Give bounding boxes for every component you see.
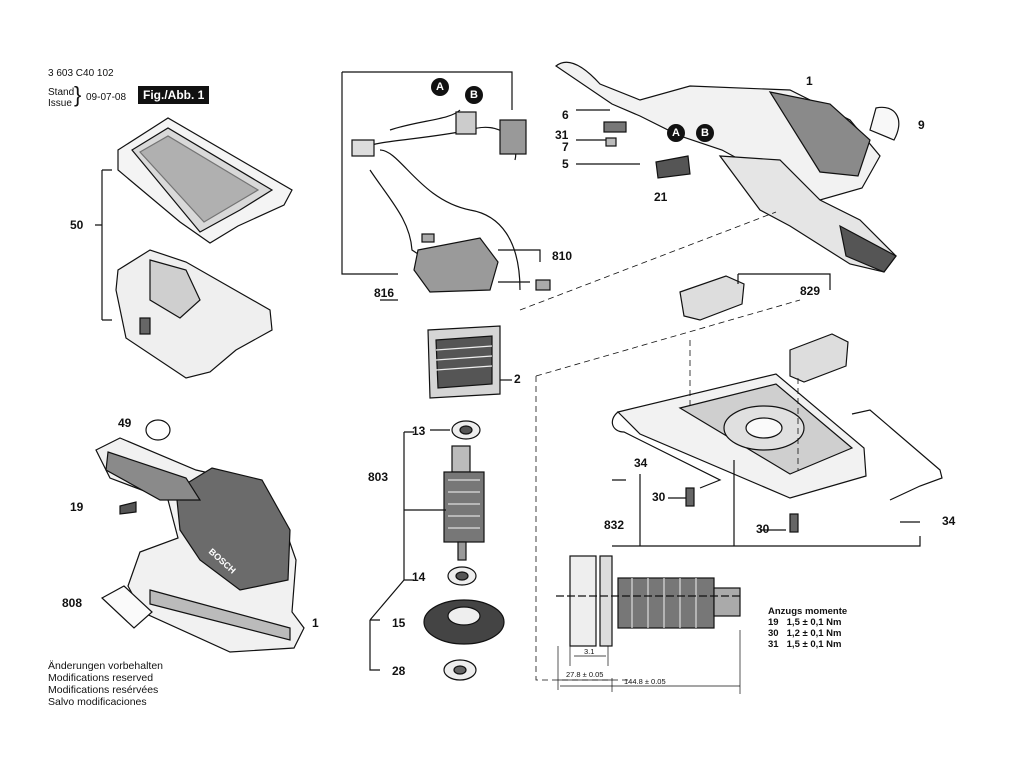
part-number-13: 13 bbox=[412, 424, 426, 438]
part-number-14: 14 bbox=[412, 570, 426, 584]
issue-date: 09-07-08 bbox=[86, 92, 127, 103]
part-number-31: 31 bbox=[555, 128, 569, 142]
stand-issue-label: Stand Issue bbox=[48, 87, 74, 109]
torque-table: Anzugs momente 19 1,5 ± 0,1 Nm 30 1,2 ± … bbox=[768, 606, 847, 650]
torque-row-id: 19 bbox=[768, 617, 779, 628]
part-number-810: 810 bbox=[552, 249, 573, 263]
housing-shell-drawing bbox=[554, 61, 897, 273]
part-number-30-a: 30 bbox=[652, 490, 666, 504]
note-line: Modifications reserved bbox=[48, 672, 154, 684]
part-number-6: 6 bbox=[562, 108, 569, 122]
part-number-2: 2 bbox=[514, 372, 521, 386]
stand-label: Stand bbox=[48, 87, 75, 98]
part-number-21: 21 bbox=[654, 190, 668, 204]
torque-row: 31 1,5 ± 0,1 Nm bbox=[768, 639, 847, 650]
part-number-50: 50 bbox=[70, 218, 84, 232]
torque-row-value: 1,5 ± 0,1 Nm bbox=[786, 617, 842, 628]
part-number-829: 829 bbox=[800, 284, 821, 298]
torque-row-value: 1,2 ± 0,1 Nm bbox=[786, 628, 842, 639]
part-number-9: 9 bbox=[918, 118, 925, 132]
dimension-144-8: 144.8 ± 0.05 bbox=[624, 677, 666, 686]
part-number-803: 803 bbox=[368, 470, 389, 484]
armature-drawing bbox=[443, 445, 485, 561]
note-line: Änderungen vorbehalten bbox=[48, 660, 164, 672]
assembled-sander-drawing bbox=[95, 419, 305, 653]
part-number-1-top: 1 bbox=[806, 74, 813, 88]
note-line: Modifications resérvées bbox=[48, 684, 159, 696]
part-number-34-right: 34 bbox=[942, 514, 956, 528]
base-plate-drawing bbox=[616, 373, 867, 499]
part-number-15: 15 bbox=[392, 616, 406, 630]
part-number-34-left: 34 bbox=[634, 456, 648, 470]
part-number-7: 7 bbox=[562, 140, 569, 154]
note-line: Salvo modificaciones bbox=[48, 696, 147, 708]
part-number-19: 19 bbox=[70, 500, 84, 514]
part-number-49: 49 bbox=[118, 416, 132, 430]
torque-row: 19 1,5 ± 0,1 Nm bbox=[768, 617, 847, 628]
part-number-5: 5 bbox=[562, 157, 569, 171]
torque-title: Anzugs momente bbox=[768, 606, 848, 617]
document-code: 3 603 C40 102 bbox=[48, 68, 114, 79]
brace-glyph: } bbox=[74, 82, 82, 107]
modification-notes: Änderungen vorbehalten Modifications res… bbox=[48, 660, 163, 708]
torque-row-value: 1,5 ± 0,1 Nm bbox=[786, 639, 842, 650]
figure-badge: Fig./Abb. 1 bbox=[138, 86, 210, 104]
torque-row-id: 31 bbox=[768, 639, 779, 650]
dimension-27-8: 27.8 ± 0.05 bbox=[566, 670, 604, 679]
part-number-1-bottom: 1 bbox=[312, 616, 319, 630]
dimension-3-1: 3.1 bbox=[584, 647, 595, 656]
connector-a-marker-housing: A bbox=[667, 124, 685, 142]
field-coil-drawing bbox=[427, 325, 501, 399]
part-number-28: 28 bbox=[392, 664, 406, 678]
dust-box-lid-drawing bbox=[117, 117, 293, 244]
part-number-832: 832 bbox=[604, 518, 625, 532]
torque-row: 30 1,2 ± 0,1 Nm bbox=[768, 628, 847, 639]
connector-b-marker: B bbox=[465, 86, 483, 104]
connector-b-marker-housing: B bbox=[696, 124, 714, 142]
connector-a-marker: A bbox=[431, 78, 449, 96]
part-number-816: 816 bbox=[374, 286, 395, 300]
armature-spec-drawing bbox=[556, 555, 742, 647]
dust-box-base-drawing bbox=[115, 249, 273, 379]
part-number-808: 808 bbox=[62, 596, 83, 610]
torque-row-id: 30 bbox=[768, 628, 779, 639]
issue-label: Issue bbox=[48, 98, 72, 109]
part-number-30-b: 30 bbox=[756, 522, 770, 536]
